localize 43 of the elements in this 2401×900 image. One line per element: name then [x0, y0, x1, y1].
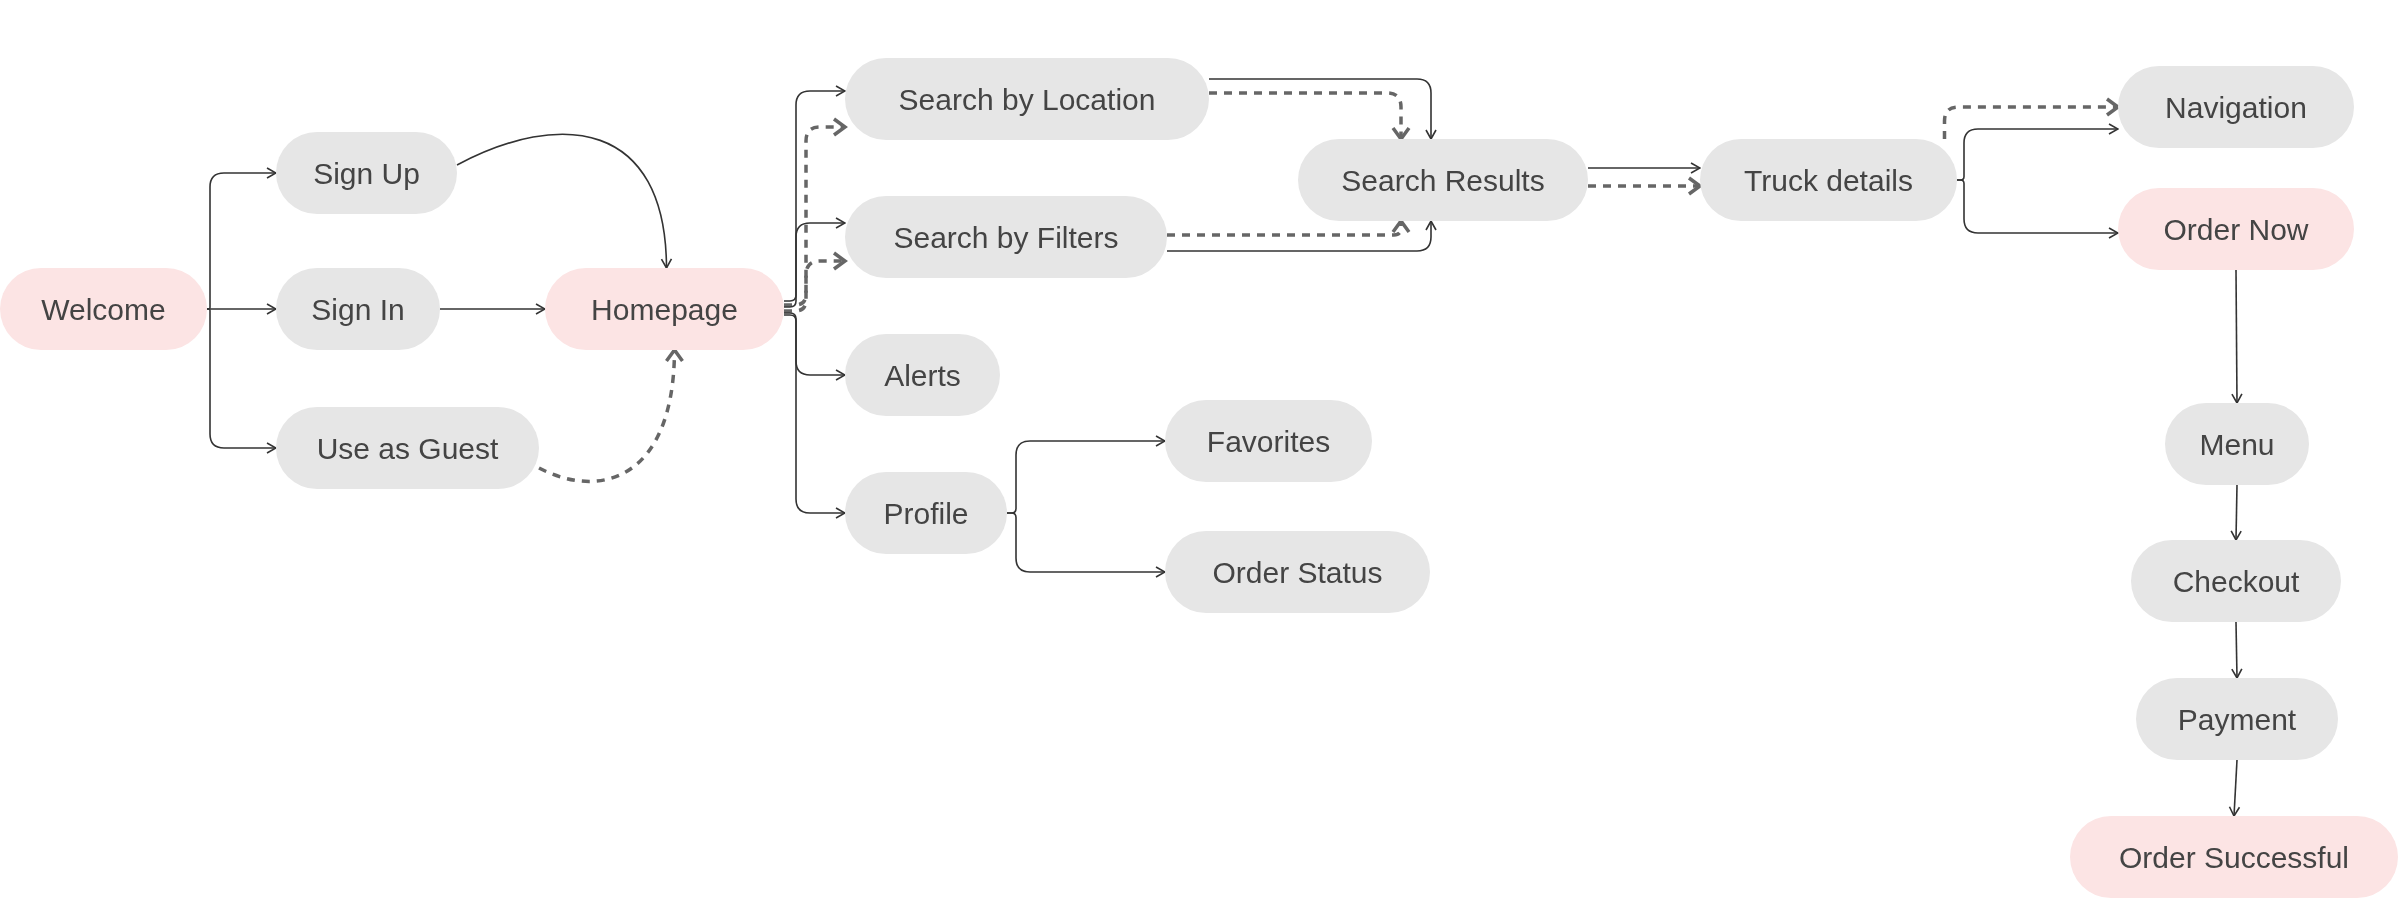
- arrow: [439, 303, 546, 315]
- flow-step-pill: Payment: [2136, 678, 2338, 760]
- arrow: [783, 85, 846, 302]
- flow-step-pill: Sign Up: [276, 132, 457, 214]
- arrow: [456, 133, 672, 269]
- arrow: [1006, 512, 1166, 578]
- flow-step-pill: Homepage: [545, 268, 784, 350]
- flow-step-pill: Menu: [2165, 403, 2309, 485]
- arrow: [783, 314, 846, 519]
- flow-step-pill: Search Results: [1298, 139, 1588, 221]
- flow-step-pill: Use as Guest: [276, 407, 539, 489]
- arrow: [783, 312, 846, 381]
- flow-step-pill: Profile: [845, 472, 1007, 554]
- flow-step-pill: Search by Filters: [845, 196, 1167, 278]
- arrow: [1942, 97, 2120, 139]
- flow-step-pill: Favorites: [1165, 400, 1372, 482]
- arrow: [2231, 621, 2243, 679]
- flow-step-pill: Alerts: [845, 334, 1000, 416]
- arrow: [1587, 162, 1701, 174]
- arrow: [783, 217, 846, 308]
- arrow: [784, 117, 847, 307]
- arrow: [1209, 91, 1411, 141]
- flow-step-pill: Truck details: [1700, 139, 1957, 221]
- arrow: [1166, 220, 1437, 252]
- arrow: [1956, 179, 2119, 239]
- arrow: [2231, 269, 2243, 404]
- arrow: [206, 308, 277, 454]
- flow-step-pill: Order Successful: [2070, 816, 2398, 898]
- arrow: [1167, 219, 1411, 237]
- flow-step-pill: Navigation: [2118, 66, 2354, 148]
- arrow: [206, 167, 277, 310]
- arrow: [2230, 484, 2242, 541]
- flow-step-pill: Search by Location: [845, 58, 1209, 140]
- arrow: [1588, 176, 1702, 196]
- flow-step-pill: Welcome: [0, 268, 207, 350]
- arrow: [2228, 759, 2241, 817]
- flow-step-pill: Order Status: [1165, 531, 1430, 613]
- arrow: [784, 251, 847, 313]
- flow-step-pill: Sign In: [276, 268, 440, 350]
- flow-step-pill: Order Now: [2118, 188, 2354, 270]
- arrow: [538, 348, 684, 483]
- arrow: [1208, 78, 1437, 140]
- flow-step-pill: Checkout: [2131, 540, 2341, 622]
